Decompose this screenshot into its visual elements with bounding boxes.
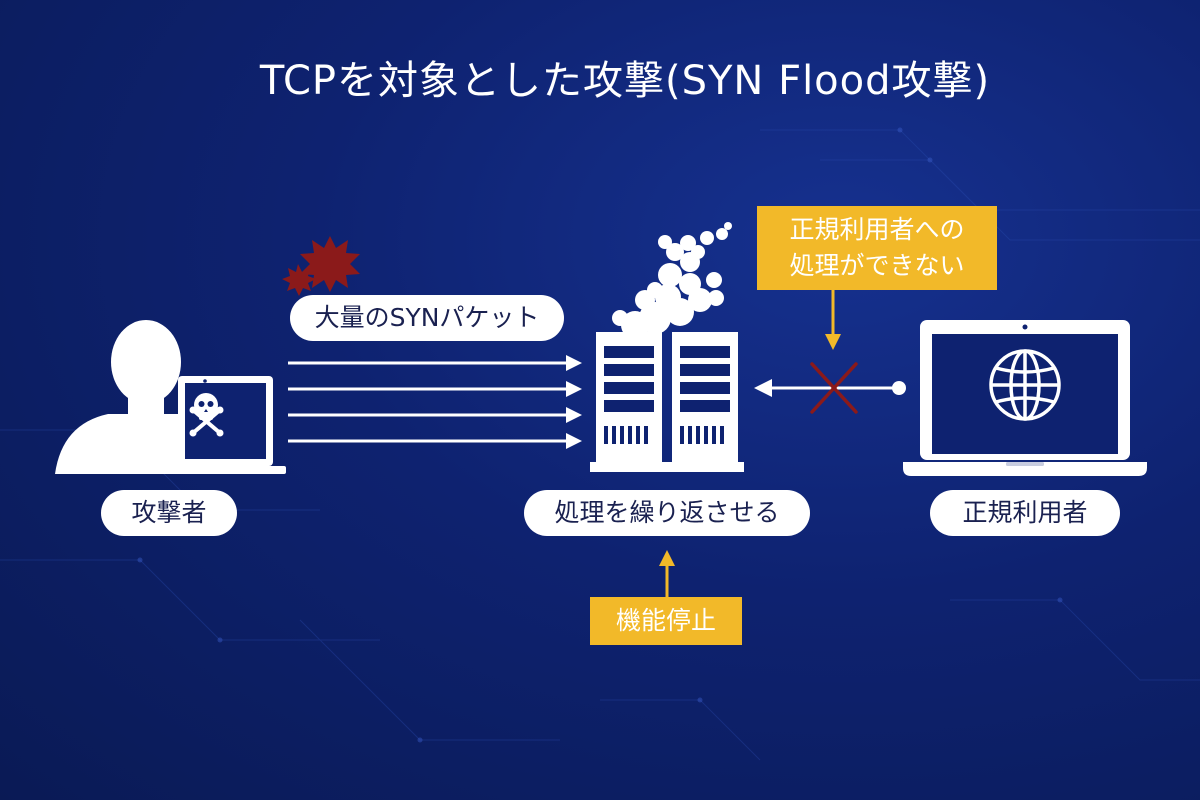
syn-packet-arrows (288, 355, 582, 449)
cannot-process-line-2: 処理ができない (789, 251, 965, 280)
globe-icon (989, 349, 1061, 421)
smoke-icon (612, 222, 732, 339)
service-down-callout: 機能停止 (590, 597, 742, 645)
attacker-label: 攻撃者 (101, 490, 237, 536)
page-title: TCPを対象とした攻撃(SYN Flood攻撃) (259, 58, 991, 104)
skull-crossbones-icon (189, 393, 224, 437)
callout-arrow-down (825, 290, 841, 350)
callout-arrow-up (659, 550, 675, 598)
legit-user-label: 正規利用者 (930, 490, 1120, 536)
x-cross-icon (810, 362, 858, 414)
attacker-laptop-icon (176, 376, 286, 474)
cannot-process-callout: 正規利用者への 処理ができない (757, 206, 997, 290)
server-rack-icon (590, 332, 744, 472)
server-process-label: 処理を繰り返させる (524, 490, 810, 536)
syn-packets-label: 大量のSYNパケット (290, 295, 564, 341)
cannot-process-line-1: 正規利用者への (789, 215, 965, 244)
virus-icon (282, 236, 360, 296)
